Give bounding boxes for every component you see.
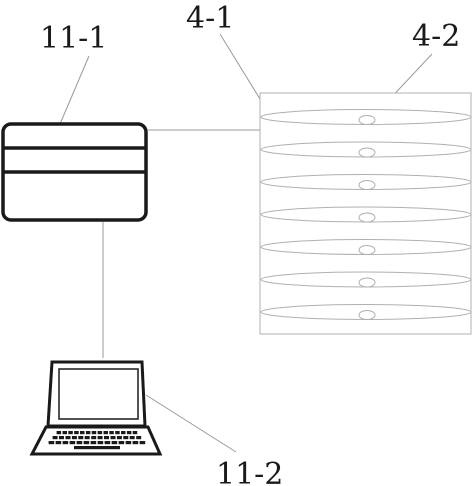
laptop-key — [121, 431, 126, 435]
laptop-key — [80, 431, 85, 435]
laptop-key — [55, 441, 62, 445]
label-4-2: 4-2 — [412, 19, 460, 54]
laptop-key — [65, 436, 71, 440]
laptop-key — [97, 436, 103, 440]
laptop-key — [132, 431, 138, 435]
laptop-key — [84, 436, 90, 440]
laptop-key — [91, 436, 97, 440]
laptop-key — [69, 441, 76, 445]
laptop-key — [78, 436, 84, 440]
laptop-key — [132, 441, 139, 445]
laptop-spacebar — [74, 446, 120, 450]
laptop-key — [110, 436, 116, 440]
device-11-1 — [1, 122, 148, 222]
label-4-1: 4-1 — [186, 1, 234, 36]
laptop-key — [139, 441, 146, 445]
disc-hub — [358, 147, 376, 158]
leader-line-11-2 — [145, 394, 237, 453]
leader-line-11-1 — [59, 55, 90, 125]
laptop-key — [76, 441, 83, 445]
laptop-key — [62, 441, 69, 445]
rack-4-1 — [259, 92, 472, 335]
disc-hub — [358, 245, 376, 255]
disc-hub — [358, 310, 376, 320]
laptop-key — [123, 436, 129, 440]
laptop-screen — [58, 368, 139, 420]
disc-stack — [260, 109, 472, 320]
laptop-key — [129, 436, 135, 440]
laptop-key — [116, 436, 122, 440]
disc-hub — [358, 277, 376, 288]
laptop-key — [136, 436, 142, 440]
laptop-key — [111, 441, 118, 445]
laptop-key — [62, 431, 67, 435]
laptop-key — [97, 431, 103, 435]
laptop-key — [103, 431, 108, 435]
disc-hub — [358, 212, 376, 223]
label-11-1: 11-1 — [40, 21, 107, 56]
laptop-keys — [48, 431, 146, 450]
label-11-2: 11-2 — [216, 457, 283, 486]
laptop-key — [71, 436, 77, 440]
laptop-key — [68, 431, 73, 435]
laptop-key — [104, 436, 109, 440]
laptop-key — [109, 431, 114, 435]
disc-hub — [358, 180, 376, 190]
laptop-key — [59, 436, 64, 440]
laptop-key — [118, 441, 125, 445]
laptop-11-2 — [29, 360, 163, 456]
laptop-key — [126, 431, 132, 435]
disc-hub — [358, 115, 376, 125]
laptop-key — [48, 441, 55, 445]
laptop-key — [90, 441, 97, 445]
laptop-key — [85, 431, 91, 435]
laptop-key — [83, 441, 90, 445]
laptop-key — [91, 431, 97, 435]
laptop-key — [125, 441, 132, 445]
laptop-key — [115, 431, 120, 435]
laptop-key — [104, 441, 111, 445]
laptop-key — [52, 436, 58, 440]
laptop-key — [97, 441, 104, 445]
laptop-key — [74, 431, 79, 435]
laptop-key — [56, 431, 62, 435]
